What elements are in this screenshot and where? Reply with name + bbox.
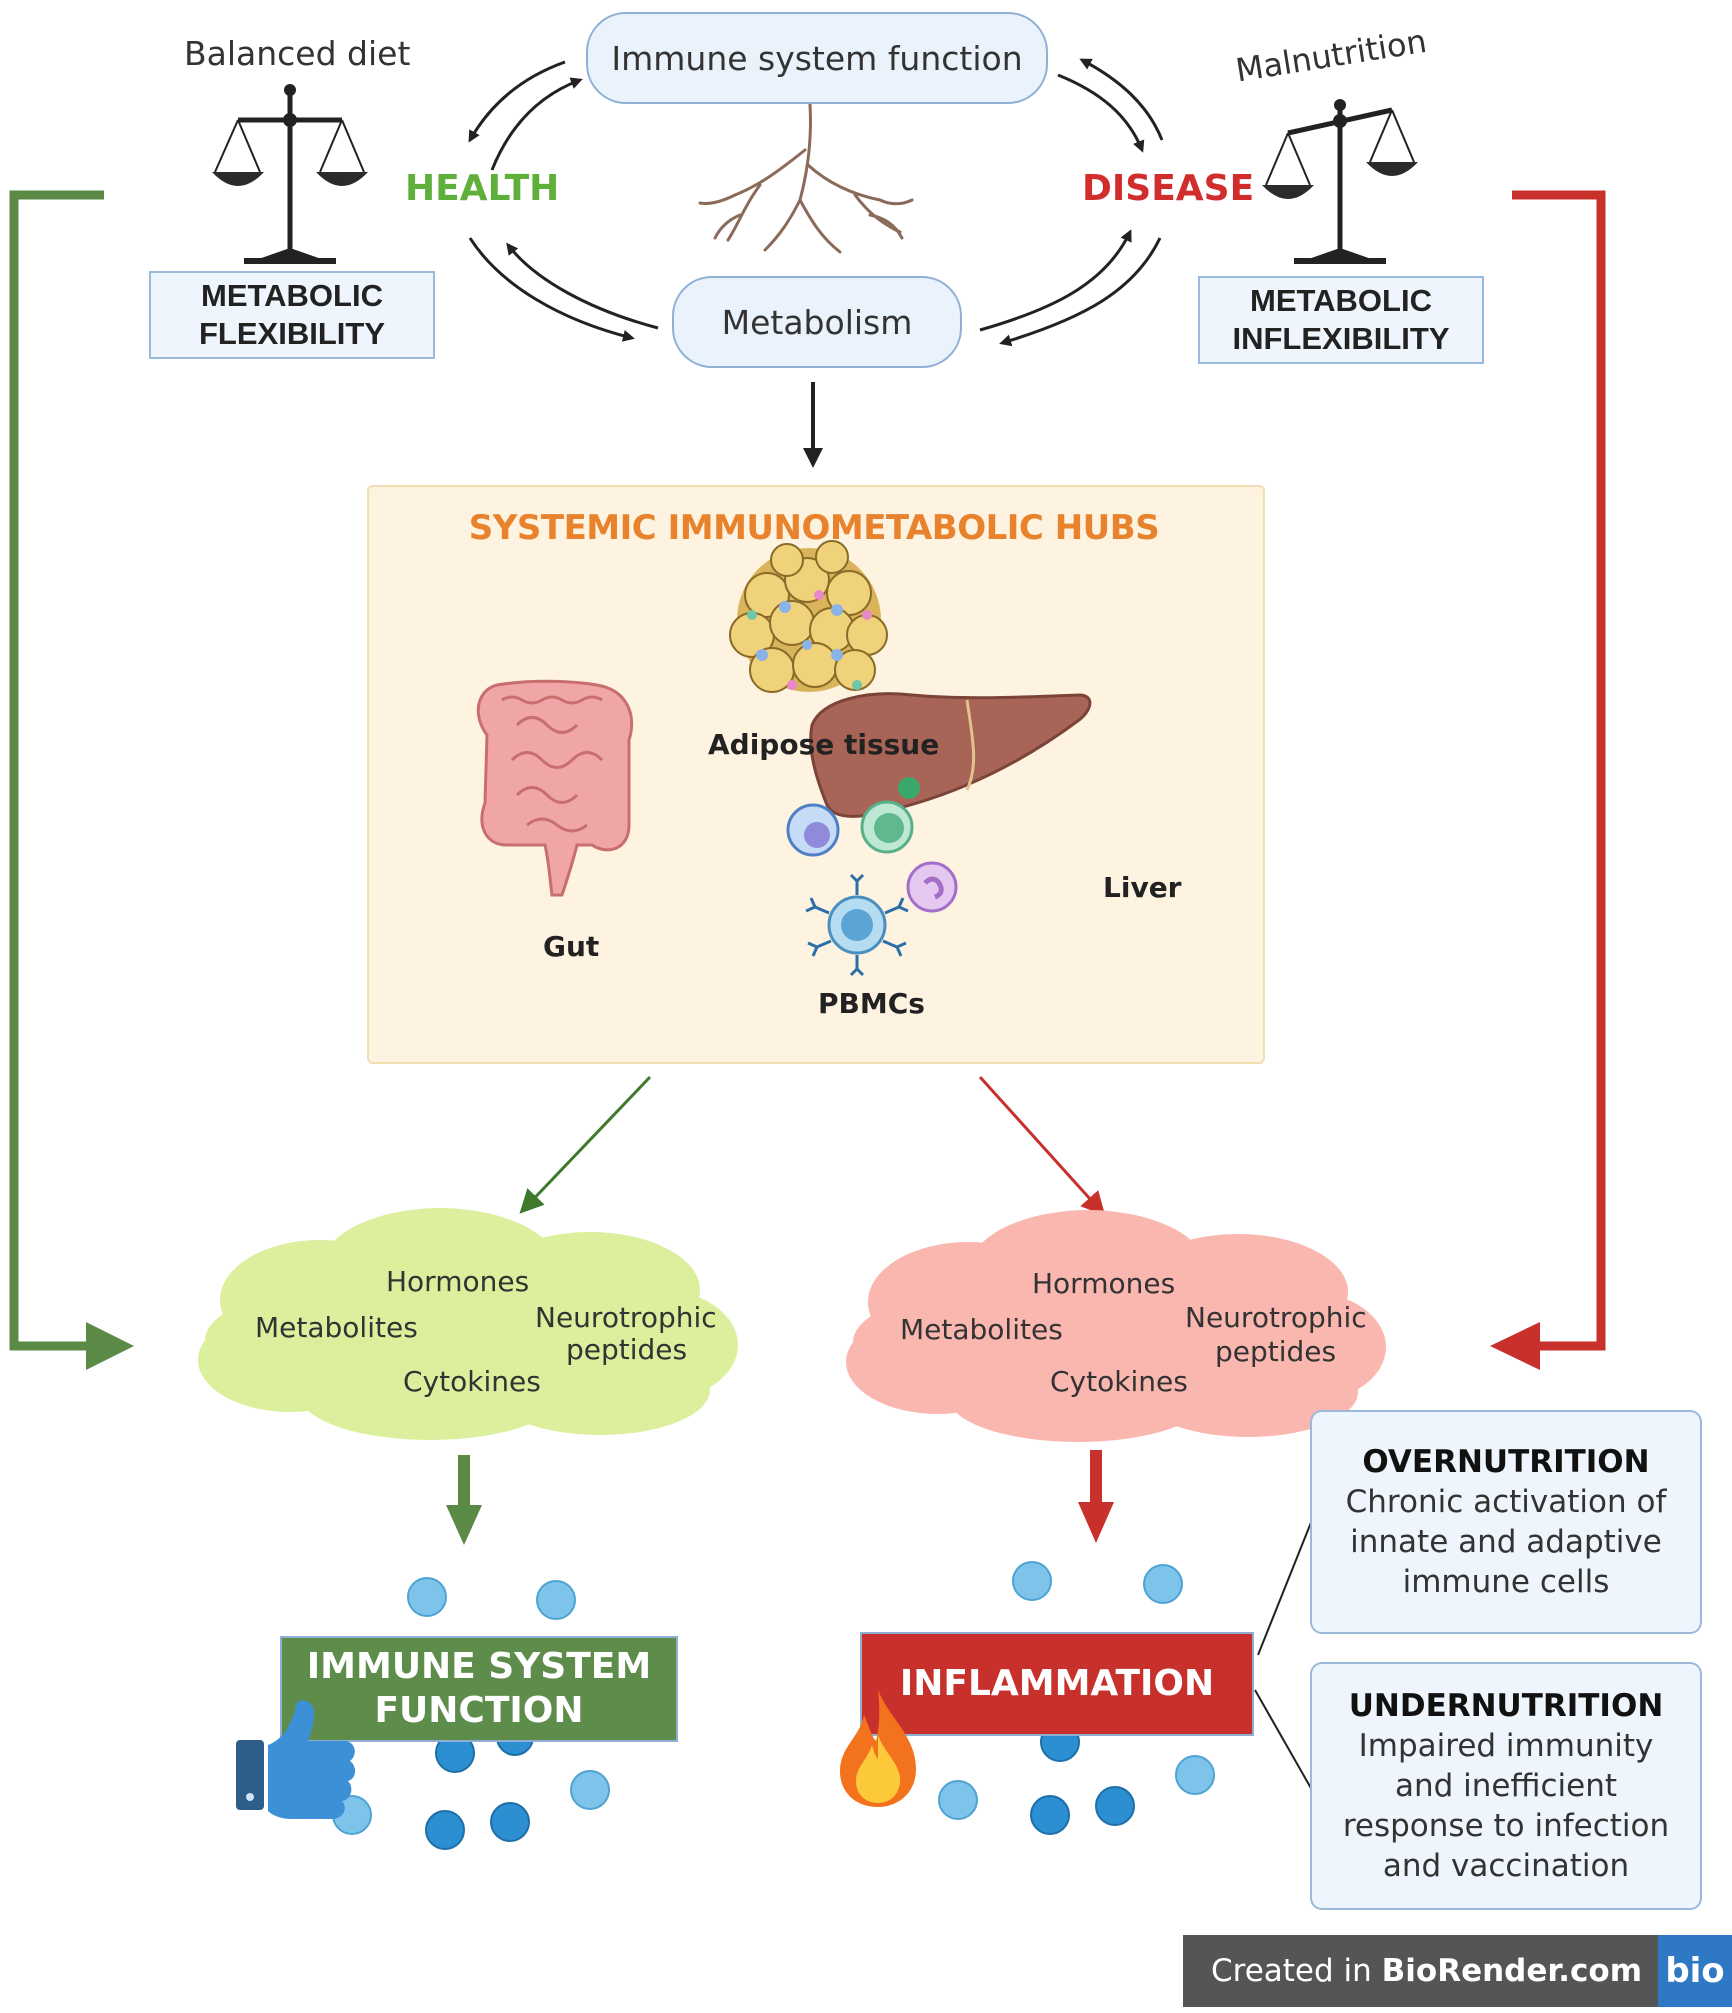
green-cloud xyxy=(198,1208,738,1440)
pbmcs-icon xyxy=(786,800,958,977)
right-cloud-neurotrophic: Neurotrophic xyxy=(1185,1301,1367,1334)
left-cloud-neurotrophic: Neurotrophic xyxy=(535,1301,717,1334)
thumbs-up-icon xyxy=(236,1700,356,1819)
green-down-arrow xyxy=(446,1455,482,1545)
health-bracket-arrow xyxy=(9,190,134,1370)
health-cycle-arrows xyxy=(468,60,659,342)
overnutrition-line3: immune cells xyxy=(1402,1564,1610,1600)
disease-bracket-arrow xyxy=(1490,190,1606,1370)
biorender-text: Created in BioRender.com xyxy=(1211,1953,1643,1989)
immune-system-function-outcome: IMMUNE SYSTEM FUNCTION xyxy=(280,1636,678,1742)
biorender-logo: bio xyxy=(1658,1935,1732,2007)
overnutrition-line2: innate and adaptive xyxy=(1350,1524,1662,1560)
left-cloud-metabolites: Metabolites xyxy=(255,1311,418,1344)
hubs-to-red-cloud-arrow xyxy=(978,1075,1106,1216)
hub-illustrations xyxy=(476,540,1092,977)
red-cloud xyxy=(846,1210,1386,1442)
right-cloud-hormones: Hormones xyxy=(1032,1267,1176,1300)
disease-cycle-arrows xyxy=(979,58,1164,347)
hubs-title: SYSTEMIC IMMUNOMETABOLIC HUBS xyxy=(468,508,1160,548)
hubs-to-green-cloud-arrow xyxy=(519,1075,652,1214)
right-cloud-metabolites: Metabolites xyxy=(900,1313,1063,1346)
undernutrition-note: UNDERNUTRITION Impaired immunity and ine… xyxy=(1310,1662,1702,1910)
biorender-badge[interactable]: Created in BioRender.com bio xyxy=(1183,1935,1732,2007)
flex-line1: METABOLIC xyxy=(201,278,383,313)
undernutrition-title: UNDERNUTRITION xyxy=(1348,1688,1664,1724)
inflex-line2: INFLEXIBILITY xyxy=(1232,321,1450,356)
adipose-tissue-label: Adipose tissue xyxy=(708,728,940,761)
red-down-arrow xyxy=(1078,1450,1114,1543)
molecule-bubbles-right xyxy=(938,1561,1215,1835)
balanced-diet-label: Balanced diet xyxy=(184,34,411,73)
undernutrition-line1: Impaired immunity xyxy=(1358,1728,1654,1764)
left-cloud-peptides: peptides xyxy=(566,1333,688,1366)
inflex-line1: METABOLIC xyxy=(1250,283,1432,318)
liver-icon xyxy=(809,692,1092,818)
left-cloud-hormones: Hormones xyxy=(386,1265,530,1298)
immune-outcome-line2: FUNCTION xyxy=(374,1690,584,1731)
note-connector-under xyxy=(1254,1689,1313,1791)
right-cloud-cytokines: Cytokines xyxy=(1050,1365,1188,1398)
gut-label: Gut xyxy=(543,930,600,963)
left-cloud-cytokines: Cytokines xyxy=(403,1365,541,1398)
pbmcs-label: PBMCs xyxy=(818,987,925,1020)
flex-line2: FLEXIBILITY xyxy=(199,316,385,351)
right-cloud-peptides: peptides xyxy=(1215,1335,1337,1368)
inflammation-outcome: INFLAMMATION xyxy=(860,1632,1254,1736)
metabolic-flexibility-box: METABOLIC FLEXIBILITY xyxy=(149,271,435,359)
undernutrition-line4: and vaccination xyxy=(1382,1848,1630,1884)
fire-icon xyxy=(840,1689,916,1807)
roots-icon xyxy=(698,103,914,254)
gut-icon xyxy=(476,679,634,897)
undernutrition-line3: response to infection xyxy=(1342,1808,1670,1844)
balanced-scale-icon xyxy=(212,84,368,264)
overnutrition-title: OVERNUTRITION xyxy=(1362,1444,1650,1480)
liver-label: Liver xyxy=(1103,871,1182,904)
metabolism-pill: Metabolism xyxy=(672,276,962,368)
metabolic-inflexibility-box: METABOLIC INFLEXIBILITY xyxy=(1198,276,1484,364)
disease-label: DISEASE xyxy=(1082,168,1255,209)
overnutrition-line1: Chronic activation of xyxy=(1345,1484,1667,1520)
immune-outcome-line1: IMMUNE SYSTEM xyxy=(306,1646,652,1687)
adipose-tissue-icon xyxy=(729,540,888,693)
overnutrition-note: OVERNUTRITION Chronic activation of inna… xyxy=(1310,1410,1702,1634)
undernutrition-line2: and inefficient xyxy=(1394,1768,1617,1804)
note-connector-over xyxy=(1257,1519,1313,1656)
unbalanced-scale-icon xyxy=(1262,99,1418,264)
immune-system-function-pill: Immune system function xyxy=(586,12,1048,104)
health-label: HEALTH xyxy=(405,168,560,209)
